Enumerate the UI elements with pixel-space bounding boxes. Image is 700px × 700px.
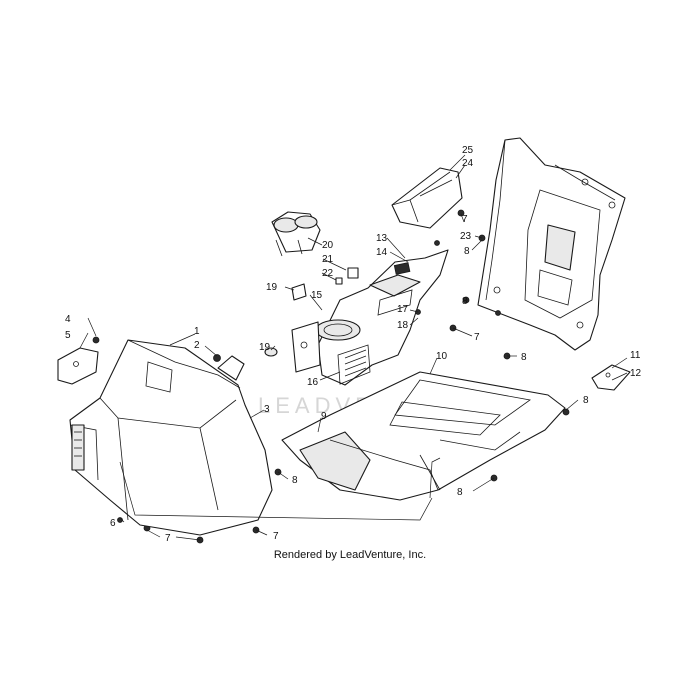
center-console — [291, 249, 449, 386]
callout-21: 21 — [322, 254, 334, 265]
callout-16: 16 — [307, 377, 319, 388]
cup-holder-insert — [271, 211, 321, 257]
callout-17: 17 — [397, 304, 409, 315]
callout-19a: 19 — [266, 282, 278, 293]
callout-18: 18 — [397, 320, 409, 331]
callout-labels: 1 2 3 4 5 6 7 7 7 7 7 8 8 8 8 8 8 9 10 1… — [65, 145, 642, 544]
callout-13: 13 — [376, 233, 388, 244]
callout-10: 10 — [436, 351, 448, 362]
callout-5: 5 — [65, 330, 71, 341]
callout-7b: 7 — [273, 531, 279, 542]
mounting-bracket-left — [57, 336, 100, 385]
leader-lines — [79, 154, 628, 541]
callout-8e: 8 — [462, 296, 468, 307]
callout-7c: 7 — [474, 332, 480, 343]
callout-22: 22 — [322, 268, 334, 279]
callout-20: 20 — [322, 240, 334, 251]
callout-3: 3 — [264, 404, 270, 415]
callout-24: 24 — [462, 158, 474, 169]
clip-part-2 — [213, 354, 245, 381]
callout-1: 1 — [194, 326, 200, 337]
mounting-bracket-right — [591, 364, 631, 391]
callout-6: 6 — [110, 518, 116, 529]
callout-9: 9 — [321, 411, 327, 422]
callout-25: 25 — [462, 145, 474, 156]
console-vent-grille — [344, 349, 367, 377]
callout-19b: 19 — [259, 342, 271, 353]
callout-8d: 8 — [521, 352, 527, 363]
small-hardware — [117, 209, 570, 544]
callout-14: 14 — [376, 247, 388, 258]
callout-12: 12 — [630, 368, 642, 379]
upper-console-cover — [391, 167, 463, 229]
callout-2: 2 — [194, 340, 200, 351]
callout-15: 15 — [311, 290, 323, 301]
render-credit: Rendered by LeadVenture, Inc. — [274, 549, 426, 561]
callout-8b: 8 — [457, 487, 463, 498]
front-dash-panel — [69, 339, 273, 536]
right-side-panel — [477, 137, 626, 351]
callout-23: 23 — [460, 231, 472, 242]
callout-8c: 8 — [583, 395, 589, 406]
callout-7a: 7 — [165, 533, 171, 544]
callout-8f: 8 — [464, 246, 470, 257]
callout-7d: 7 — [462, 214, 468, 225]
callout-8a: 8 — [292, 475, 298, 486]
callout-11: 11 — [630, 350, 641, 361]
floor-pan — [281, 371, 566, 501]
callout-4: 4 — [65, 314, 71, 325]
